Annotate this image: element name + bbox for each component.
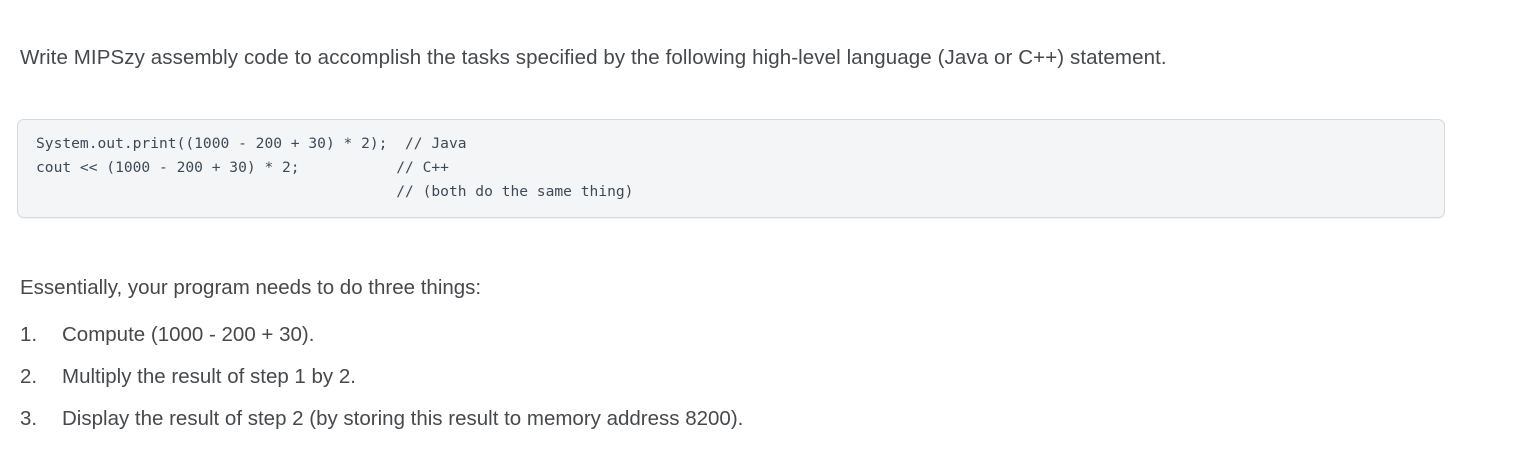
list-item: 2. Multiply the result of step 1 by 2.: [20, 356, 1420, 398]
list-item: 1. Compute (1000 - 200 + 30).: [20, 314, 1420, 356]
list-item-text: Compute (1000 - 200 + 30).: [62, 323, 315, 346]
list-item: 3. Display the result of step 2 (by stor…: [20, 398, 1420, 440]
list-item-marker: 2.: [20, 365, 38, 388]
list-item-text: Display the result of step 2 (by storing…: [62, 407, 744, 430]
intro-paragraph: Write MIPSzy assembly code to accomplish…: [20, 45, 1167, 69]
code-block: System.out.print((1000 - 200 + 30) * 2);…: [17, 119, 1445, 218]
list-item-marker: 1.: [20, 323, 38, 346]
task-list: 1. Compute (1000 - 200 + 30). 2. Multipl…: [20, 314, 1420, 440]
lead-line: Essentially, your program needs to do th…: [20, 275, 482, 299]
list-item-text: Multiply the result of step 1 by 2.: [62, 365, 356, 388]
list-item-marker: 3.: [20, 407, 38, 430]
code-snippet-text: System.out.print((1000 - 200 + 30) * 2);…: [36, 135, 634, 200]
